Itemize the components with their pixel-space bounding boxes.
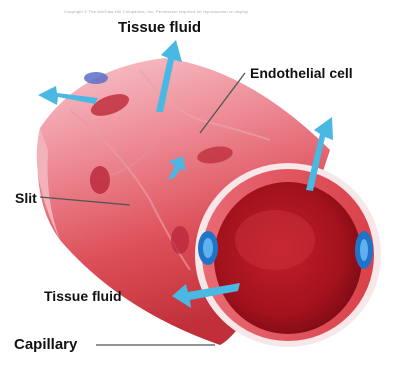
label-endothelial-cell: Endothelial cell (250, 65, 353, 81)
label-slit: Slit (15, 190, 37, 206)
nucleus-blue (360, 239, 368, 261)
lumen-shadow (235, 210, 315, 270)
label-tissue-fluid-top: Tissue fluid (118, 19, 201, 36)
label-tissue-fluid-bottom: Tissue fluid (44, 288, 122, 304)
label-capillary: Capillary (14, 336, 77, 353)
endothelial-nucleus (90, 166, 110, 194)
endothelial-nucleus (171, 226, 189, 254)
nucleus-blue (203, 238, 213, 258)
endothelial-nucleus (84, 72, 108, 84)
